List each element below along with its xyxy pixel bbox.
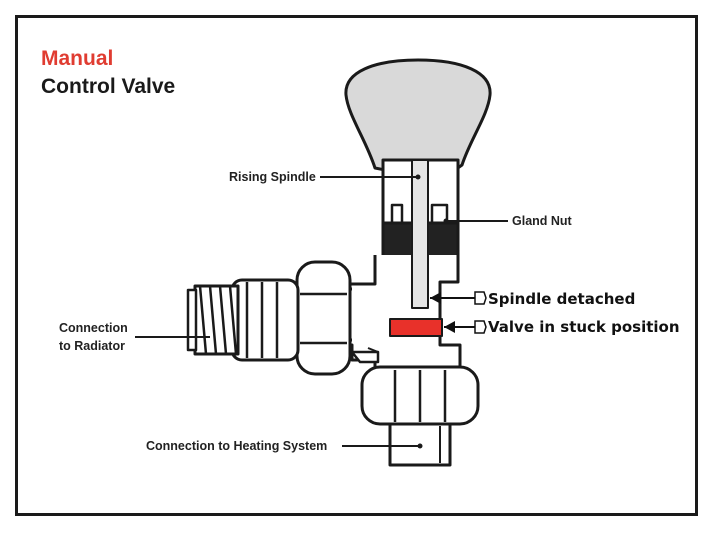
annotation-spindle-detached: Spindle detached xyxy=(488,290,636,308)
arrow-valve-stuck xyxy=(444,320,487,334)
valve-head xyxy=(344,58,492,172)
label-gland-nut: Gland Nut xyxy=(512,214,572,228)
radiator-tail xyxy=(230,278,300,362)
label-connection-radiator-2: to Radiator xyxy=(59,339,125,353)
label-connection-radiator-1: Connection xyxy=(59,321,128,335)
annotation-valve-stuck: Valve in stuck position xyxy=(488,318,680,336)
valve-disc xyxy=(389,318,443,337)
title-control-valve: Control Valve xyxy=(41,75,176,98)
spindle xyxy=(411,159,429,309)
label-rising-spindle: Rising Spindle xyxy=(229,170,316,184)
title-manual: Manual xyxy=(41,47,114,70)
arrow-spindle-detached xyxy=(430,291,487,305)
union-nut-left xyxy=(295,260,352,376)
label-connection-heating: Connection to Heating System xyxy=(146,439,328,453)
